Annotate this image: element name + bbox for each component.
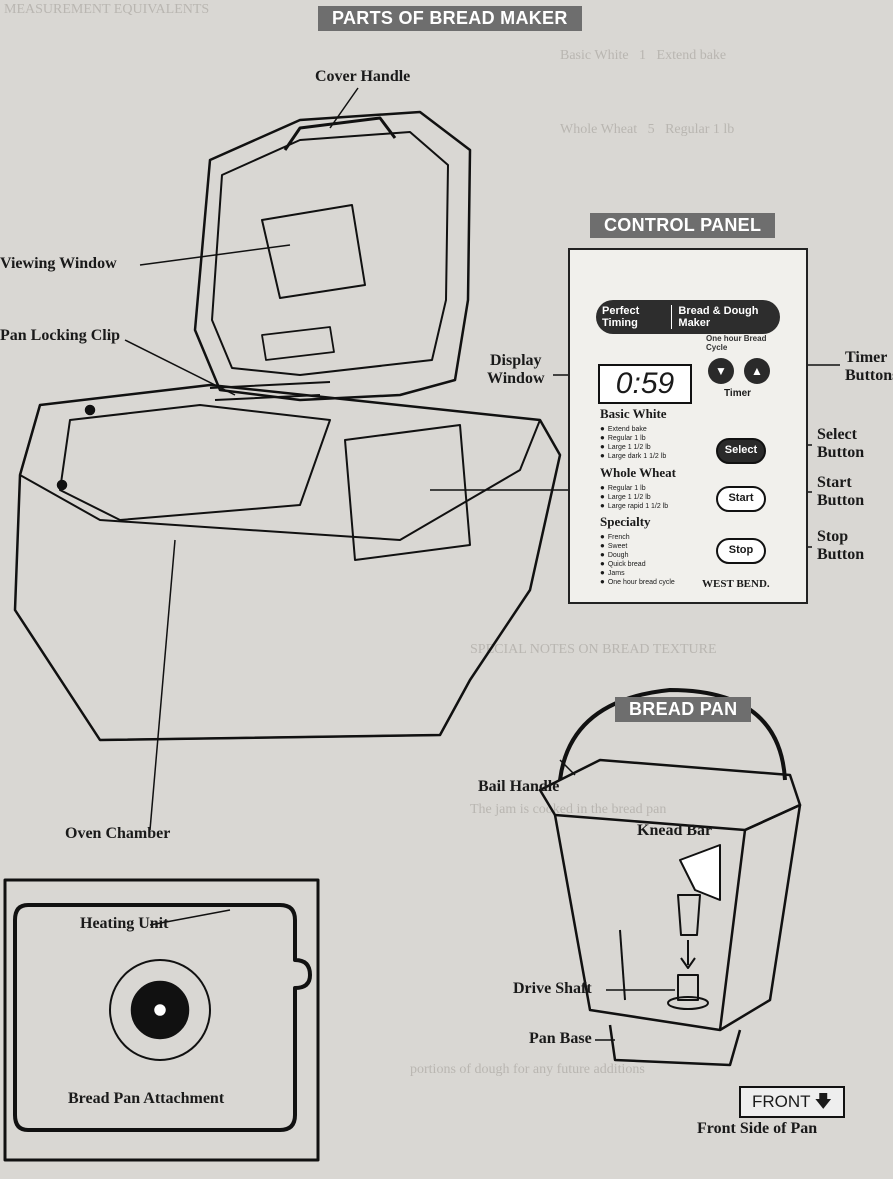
body-dot	[84, 404, 96, 416]
leader-heating-unit	[149, 909, 231, 926]
attachment-center	[151, 1001, 169, 1019]
ghost-text: The jam is cooked in the bread pan	[470, 802, 667, 817]
specialty-heading: Specialty	[600, 514, 651, 529]
timer-label: Timer	[724, 388, 752, 399]
select-button[interactable]: Select	[716, 438, 766, 464]
select-button-label: Select Button	[817, 426, 865, 461]
knead-bar-label: Knead Bar	[637, 822, 713, 839]
pan-body	[553, 814, 747, 1032]
start-button[interactable]: Start	[716, 486, 766, 512]
heating-unit-label: Heating Unit	[80, 915, 169, 932]
body-outline	[13, 383, 562, 742]
display-window-label: Display Window	[487, 352, 545, 387]
leader-cover-handle	[329, 87, 359, 129]
cover-handle-shape	[283, 116, 397, 151]
menu-item: Dough	[600, 550, 629, 559]
menu-item: Regular 1 lb	[600, 433, 646, 442]
control-panel-banner: CONTROL PANEL	[590, 213, 776, 238]
panel-logo: Perfect Timing Bread & Dough Maker One h…	[596, 300, 780, 352]
leader-bail	[559, 759, 576, 776]
knead-bar-post	[677, 894, 701, 936]
menu-item: Jams	[600, 568, 625, 577]
inset-box	[3, 878, 320, 1162]
pan-base-label: Pan Base	[529, 1030, 592, 1047]
ghost-text: Whole Wheat 5 Regular 1 lb	[560, 122, 735, 137]
menu-item: Large 1 1/2 lb	[600, 442, 651, 451]
lid-inner	[211, 131, 449, 376]
logo-left-text: Perfect Timing	[602, 305, 640, 329]
pan-clips	[209, 381, 331, 401]
bread-pan-attachment-label: Bread Pan Attachment	[68, 1090, 225, 1107]
bread-pan-banner: BREAD PAN	[615, 697, 752, 722]
viewing-window-shape	[261, 204, 366, 299]
timer-down-button[interactable]: ▼	[708, 358, 734, 384]
pan-locking-clip-label: Pan Locking Clip	[0, 327, 121, 344]
menu-item: Large dark 1 1/2 lb	[600, 451, 666, 460]
ghost-text: Basic White 1 Extend bake	[560, 48, 727, 63]
logo-right-text: Bread & Dough Maker	[671, 305, 780, 329]
pan-base-shape	[608, 1024, 742, 1067]
stop-button-label: Stop Button	[817, 528, 865, 563]
menu-item: Regular 1 lb	[600, 483, 646, 492]
timer-up-button[interactable]: ▲	[744, 358, 770, 384]
menu-item: Large rapid 1 1/2 lb	[600, 501, 668, 510]
control-panel: Perfect Timing Bread & Dough Maker One h…	[568, 248, 808, 604]
bail-handle-label: Bail Handle	[478, 778, 560, 795]
ghost-text: SPECIAL NOTES ON BREAD TEXTURE	[470, 642, 717, 657]
menu-item: Sweet	[600, 541, 627, 550]
front-text: FRONT	[751, 1092, 811, 1111]
lid-outline	[193, 110, 472, 402]
ghost-text: portions of dough for any future additio…	[410, 1062, 645, 1077]
menu-item: Quick bread	[600, 559, 646, 568]
stop-button[interactable]: Stop	[716, 538, 766, 564]
down-arrow-icon: 🡇	[814, 1092, 833, 1111]
brand-text: WEST BEND.	[702, 578, 770, 590]
pan-right-side	[719, 803, 802, 1032]
pan-rim	[538, 758, 802, 832]
body-dot	[56, 479, 68, 491]
leader-oven-chamber	[149, 539, 176, 831]
front-side-label: Front Side of Pan	[697, 1120, 818, 1137]
cover-handle-label: Cover Handle	[315, 68, 411, 85]
leader-pan-clip	[124, 339, 236, 396]
body-base	[14, 609, 471, 741]
menu-item: Large 1 1/2 lb	[600, 492, 651, 501]
menu-item: One hour bread cycle	[600, 577, 675, 586]
basic-white-heading: Basic White	[600, 406, 667, 421]
attachment-ring	[109, 959, 211, 1061]
whole-wheat-heading: Whole Wheat	[600, 465, 676, 480]
heating-element	[13, 903, 312, 1132]
timer-buttons-label: Timer Buttons	[845, 349, 893, 384]
drive-shaft-label: Drive Shaft	[513, 980, 592, 997]
ghost-text: MEASUREMENT EQUIVALENTS	[4, 2, 210, 17]
top-rim	[19, 404, 541, 541]
drive-shaft-arrow	[680, 940, 696, 969]
oven-chamber-label: Oven Chamber	[65, 825, 171, 842]
machine-panel	[344, 424, 471, 561]
chamber-opening	[59, 404, 331, 521]
drive-shaft-shape	[677, 974, 699, 1001]
start-button-label: Start Button	[817, 474, 865, 509]
menu-item: French	[600, 532, 630, 541]
logo-sub-text: One hour Bread Cycle	[706, 334, 767, 352]
pan-seam	[619, 929, 626, 1001]
display-window: 0:59	[598, 364, 692, 404]
drive-shaft-base	[667, 996, 709, 1010]
bail-handle-shape	[558, 688, 787, 781]
knead-bar-shape	[679, 844, 721, 901]
leader-viewing-window	[139, 244, 291, 266]
viewing-window-label: Viewing Window	[0, 255, 117, 272]
menu-item: Extend bake	[600, 424, 647, 433]
vent-shape	[261, 326, 335, 361]
parts-banner: PARTS OF BREAD MAKER	[318, 6, 582, 31]
front-indicator: FRONT🡇	[739, 1086, 845, 1118]
